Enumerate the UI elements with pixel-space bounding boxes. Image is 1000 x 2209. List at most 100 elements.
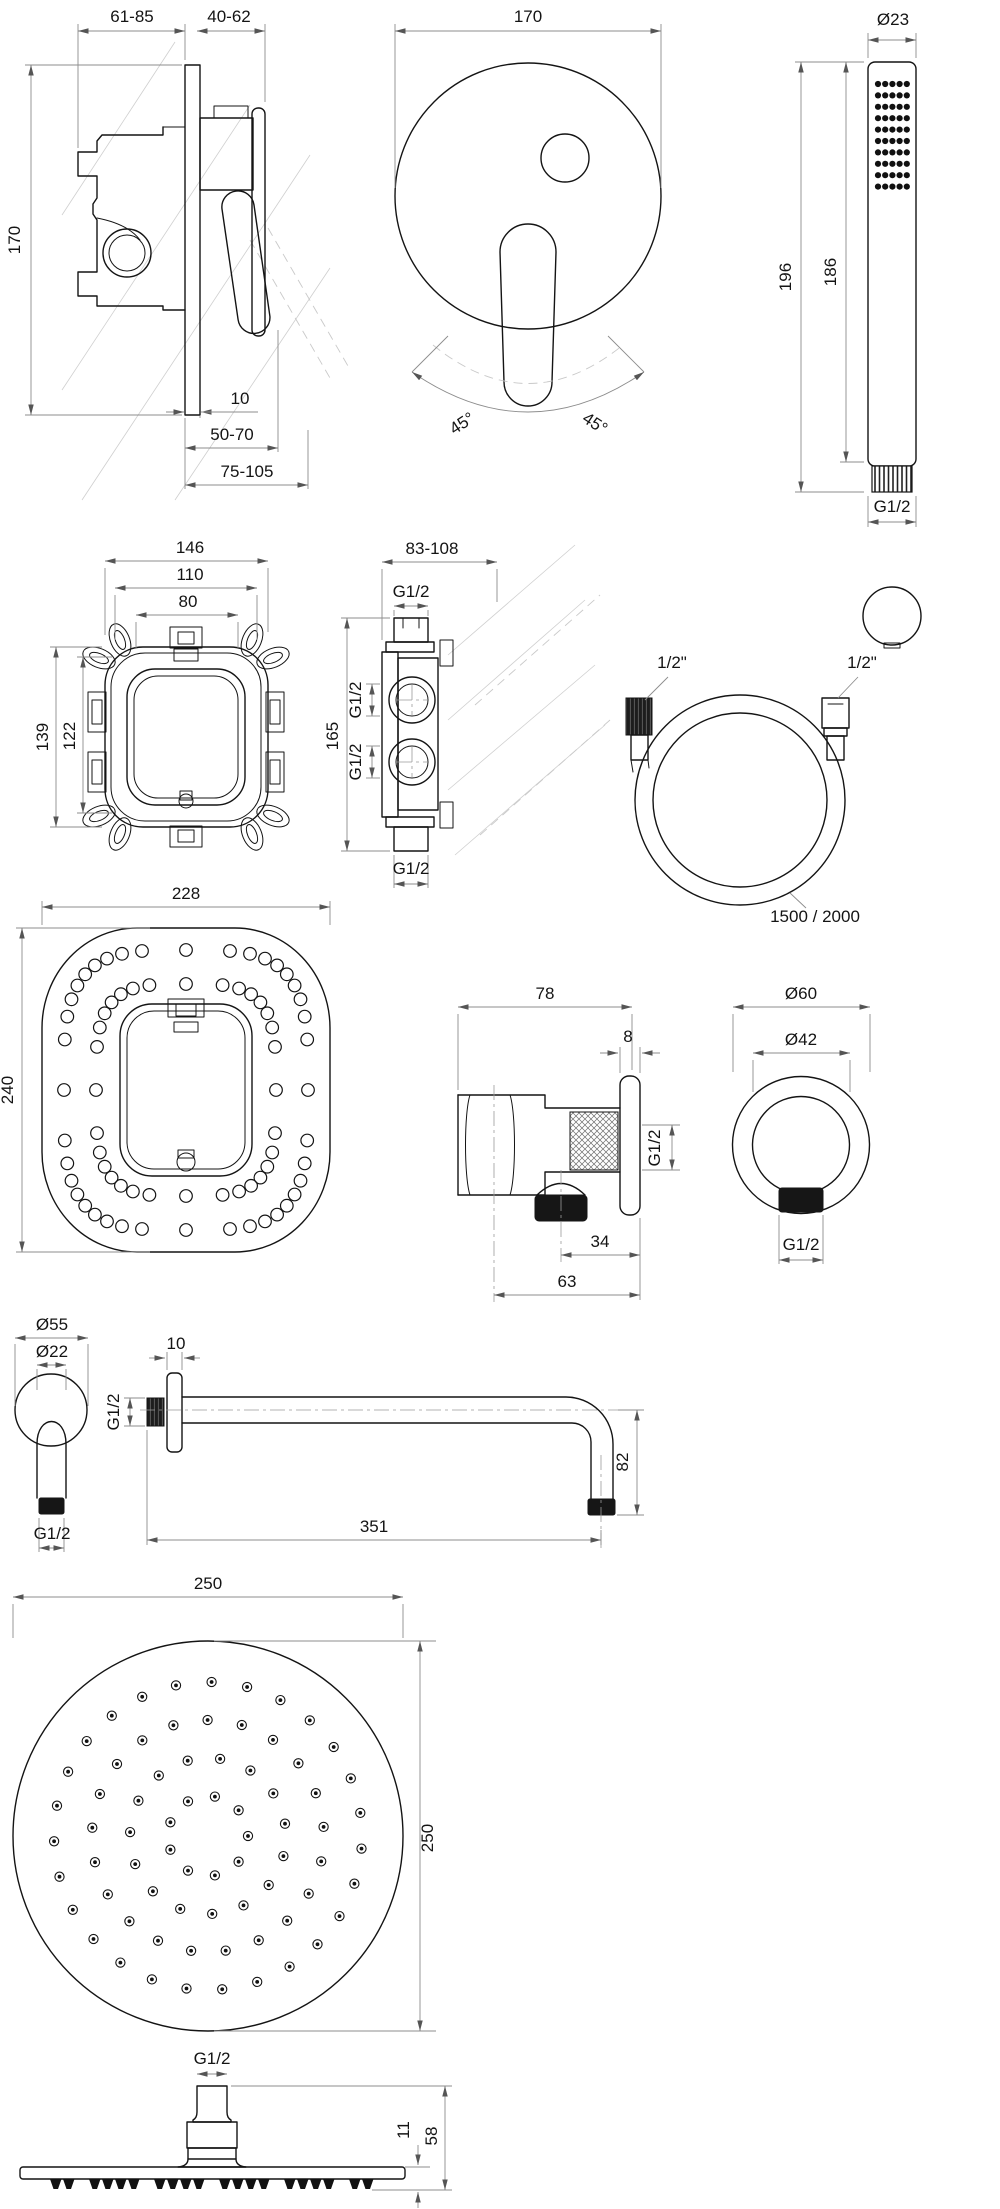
dim-mixer-recess: 61-85 xyxy=(110,7,153,26)
head-nozzle-center xyxy=(90,1825,95,1830)
head-nozzle-center xyxy=(52,1839,56,1844)
head-nozzle xyxy=(328,1741,339,1753)
plate-hole xyxy=(260,1006,275,1021)
head-tooth xyxy=(297,2179,309,2189)
head-nozzle xyxy=(242,1830,254,1842)
plate-hole xyxy=(97,1159,112,1174)
head-nozzle-center xyxy=(140,1738,145,1743)
dim-arm-flange-thk: 10 xyxy=(167,1334,186,1353)
dim-trim-diameter: 170 xyxy=(514,7,542,26)
plate-hole xyxy=(297,1009,312,1024)
nozzle-dot xyxy=(903,126,910,133)
dim-arm-front-thread: G1/2 xyxy=(34,1524,71,1543)
dim-outlet-inner-dia: Ø42 xyxy=(785,1030,817,1049)
plate-hole xyxy=(301,1083,315,1097)
cover-plate-view: 228 240 xyxy=(0,884,331,1253)
head-nozzle xyxy=(263,1879,274,1891)
nozzle-dot xyxy=(896,80,903,88)
dim-mixer-depth1: 50-70 xyxy=(210,425,253,444)
dim-arm-flange-dia: Ø55 xyxy=(36,1315,68,1334)
shower-head-side-view: G1/2 11 58 xyxy=(19,2049,452,2208)
mounting-box-view: 146 110 80 139 122 xyxy=(33,538,290,851)
head-nozzle xyxy=(233,1805,244,1816)
plate-hole xyxy=(265,1145,280,1160)
head-nozzle-center xyxy=(91,1937,96,1941)
head-nozzle xyxy=(165,1844,176,1855)
head-nozzle xyxy=(303,1888,314,1899)
plate-hole xyxy=(244,987,259,1002)
dim-outlet-outer-dia: Ø60 xyxy=(785,984,817,1003)
nozzle-dot xyxy=(889,160,896,167)
nozzle-dot xyxy=(874,149,882,156)
plate-hole xyxy=(90,1126,104,1140)
dim-handshower-body: 186 xyxy=(821,258,840,286)
dim-outlet-offset: 34 xyxy=(591,1232,610,1251)
head-nozzle-center xyxy=(189,1948,194,1953)
wall-outlet-front-view: Ø60 Ø42 G1/2 xyxy=(731,984,871,1264)
nozzle-dot xyxy=(874,183,882,190)
head-nozzle xyxy=(267,1734,279,1746)
head-nozzle xyxy=(345,1773,356,1784)
plate-hole xyxy=(90,1039,104,1054)
wall-outlet-side-view: 78 8 G1/2 34 63 xyxy=(457,984,680,1302)
nozzle-dot xyxy=(896,160,903,167)
head-nozzle xyxy=(241,1681,253,1693)
plate-hole xyxy=(215,1187,230,1202)
head-nozzle xyxy=(318,1821,329,1833)
nozzle-dot xyxy=(889,172,896,179)
nozzle-dot xyxy=(889,80,896,88)
head-nozzle xyxy=(130,1858,141,1870)
head-nozzle-center xyxy=(266,1883,271,1887)
plate-hole xyxy=(179,1223,193,1237)
head-nozzle-center xyxy=(236,1859,241,1864)
head-nozzle xyxy=(152,1935,164,1946)
nozzle-dot xyxy=(874,126,882,133)
shower-head-nozzles xyxy=(48,1676,367,1995)
plate-hole xyxy=(64,1173,79,1188)
head-nozzle xyxy=(175,1903,186,1915)
dim-plate-height: 240 xyxy=(0,1076,17,1104)
dim-hose-length: 1500 / 2000 xyxy=(770,907,860,926)
head-nozzle-center xyxy=(98,1792,102,1796)
nozzle-dot xyxy=(896,126,903,133)
hand-shower-nozzle-dots xyxy=(874,80,910,190)
head-nozzle xyxy=(253,1935,264,1946)
head-tooth xyxy=(115,2179,127,2189)
head-nozzle-center xyxy=(296,1761,301,1766)
head-nozzle xyxy=(310,1788,321,1799)
plate-hole xyxy=(142,1187,157,1202)
nozzle-dot xyxy=(903,183,910,190)
head-nozzle-center xyxy=(66,1769,70,1774)
plate-hole xyxy=(297,1156,312,1171)
nozzle-dot xyxy=(874,172,882,179)
head-nozzle xyxy=(293,1758,304,1769)
dim-handshower-thread: G1/2 xyxy=(874,497,911,516)
head-nozzle xyxy=(279,1818,291,1829)
plate-hole xyxy=(135,1222,149,1236)
head-nozzle-center xyxy=(255,1980,260,1984)
plate-hole xyxy=(232,1184,247,1199)
nozzle-dot xyxy=(874,137,882,145)
plate-hole xyxy=(287,978,302,993)
head-tooth xyxy=(154,2179,166,2189)
head-tooth xyxy=(232,2179,244,2189)
head-nozzle-center xyxy=(315,1942,320,1947)
plate-hole xyxy=(135,944,149,958)
nozzle-dot xyxy=(896,183,903,190)
head-tooth xyxy=(50,2179,62,2189)
head-nozzle-center xyxy=(210,1912,215,1916)
dim-arm-tube-dia: Ø22 xyxy=(36,1342,68,1361)
head-nozzle-center xyxy=(128,1830,133,1834)
head-nozzle xyxy=(81,1735,92,1747)
plate-hole xyxy=(104,1170,119,1185)
head-nozzle-center xyxy=(352,1881,357,1886)
head-tooth xyxy=(128,2179,140,2189)
plate-hole xyxy=(258,951,272,966)
nozzle-dot xyxy=(889,126,896,133)
head-nozzle xyxy=(236,1719,247,1731)
head-nozzle xyxy=(220,1945,231,1956)
plate-hole xyxy=(64,992,79,1007)
plate-hole xyxy=(57,1032,72,1047)
dim-head-total: 58 xyxy=(422,2127,441,2146)
dim-handshower-total: 196 xyxy=(776,263,795,291)
